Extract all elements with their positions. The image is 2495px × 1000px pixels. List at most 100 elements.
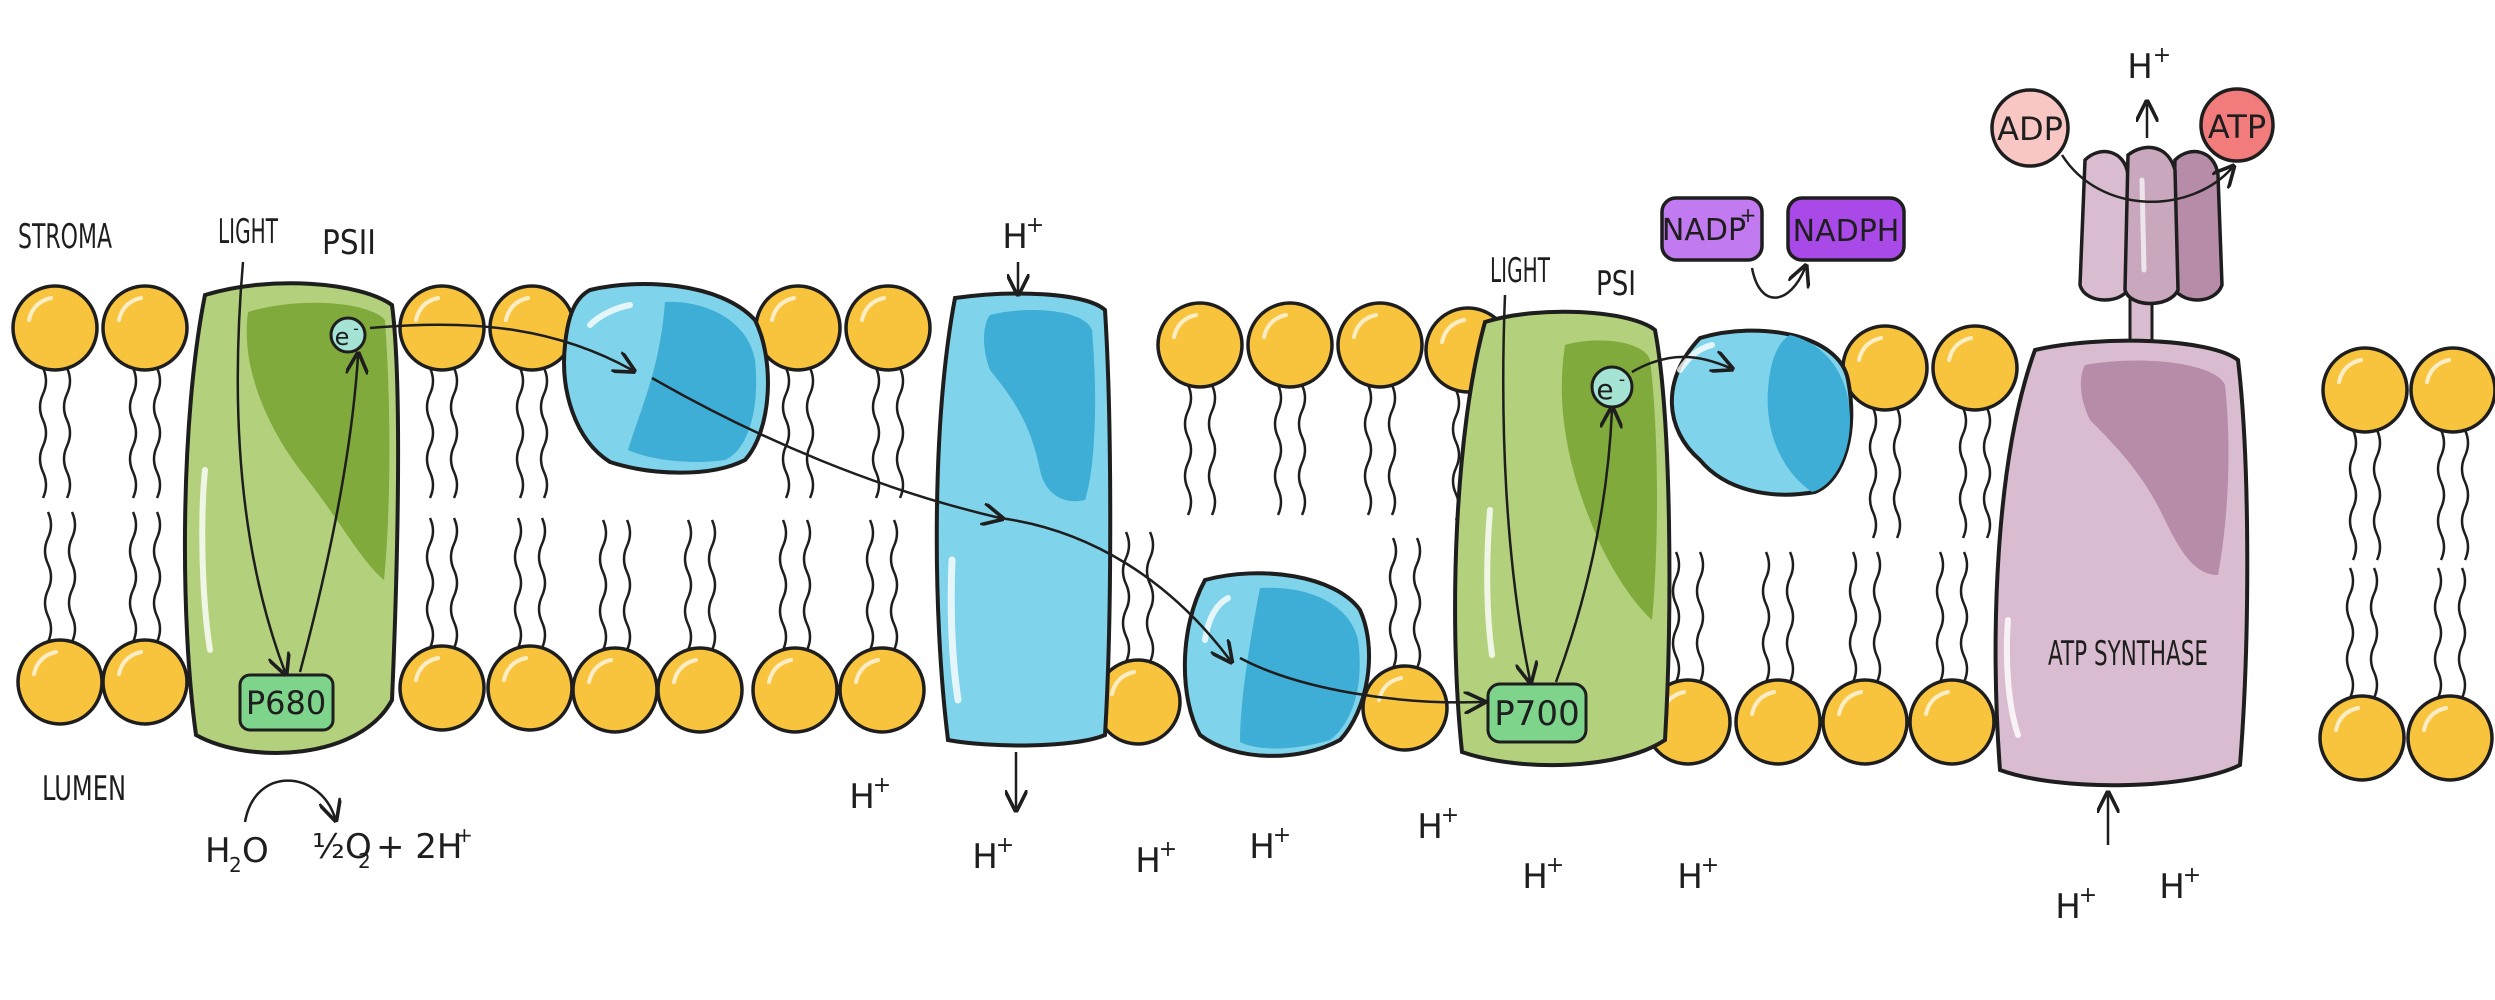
lipid-head — [101, 284, 189, 372]
lipid-head-shine — [1857, 336, 1883, 362]
lipid-head — [486, 644, 574, 732]
lipid-head-shine — [414, 296, 440, 322]
plastocyanin — [1182, 571, 1371, 758]
nadph-box: NADPH — [1786, 196, 1906, 262]
lipid-tail — [513, 517, 523, 649]
lipid-head-shine — [414, 656, 440, 682]
lipid-tail — [2457, 567, 2467, 699]
lipid-tail — [1959, 551, 1969, 683]
proton-charge: + — [1701, 853, 1719, 878]
lipid-head — [1931, 324, 2019, 412]
proton-charge: + — [1159, 837, 1177, 862]
proton-labels: H+H+H+H+H+H+H+H+H+H+ — [849, 213, 2201, 927]
electron-psi: e - — [1590, 365, 1634, 409]
lipid-head — [1361, 664, 1449, 752]
electron-psii: e - — [329, 316, 367, 354]
lipid-tail — [449, 517, 459, 649]
lipid-tail — [1207, 384, 1217, 516]
electron-label: e — [335, 323, 350, 351]
lipid-heads — [11, 284, 2495, 782]
lipid-tail — [1982, 407, 1992, 539]
nadp-plus-box: NADP + — [1660, 196, 1764, 262]
lipid-head — [2318, 694, 2406, 782]
lipid-head — [838, 646, 926, 734]
adp-molecule: ADP — [1990, 88, 2070, 168]
proton-charge: + — [1441, 803, 1459, 828]
lipid-head — [101, 638, 189, 726]
lipid-tail — [1958, 407, 1968, 539]
lipid-tail — [515, 367, 525, 499]
nadp-label: NADP — [1662, 213, 1746, 248]
lipid-head — [656, 646, 744, 734]
electron-charge-psi: - — [1619, 369, 1626, 390]
lipid-tail — [2372, 429, 2382, 561]
proton-charge: + — [996, 833, 1014, 858]
lipid-tail — [67, 511, 77, 643]
lipid-tail — [43, 511, 53, 643]
lipid-tail — [152, 367, 162, 499]
lipid-head-shine — [27, 296, 53, 322]
water-split-arrow — [243, 779, 335, 822]
proton-h: H — [1002, 217, 1028, 257]
lipid-tail — [1121, 531, 1131, 663]
lipid-head-shine — [1440, 318, 1466, 344]
psii-label: PSII — [322, 223, 376, 263]
atp-molecule: ATP — [2199, 87, 2275, 163]
lipid-head — [754, 284, 842, 372]
lipid-tail — [622, 519, 632, 651]
water-h: H — [205, 831, 231, 871]
p700-to-electron-arrow — [1554, 410, 1612, 683]
lipid-head-shine — [117, 650, 143, 676]
oxygen-half: ½O — [312, 827, 372, 867]
lipid-head-shine — [117, 296, 143, 322]
p680-label-box: P680 — [238, 673, 335, 732]
electron-transport-arrow-3 — [999, 516, 1230, 660]
lumen-label: LUMEN — [42, 769, 126, 809]
lipid-tail — [1297, 384, 1307, 516]
water-o: O — [242, 831, 269, 871]
lipid-head — [1246, 301, 1334, 389]
lipid-tail — [683, 519, 693, 651]
electron-charge: - — [353, 319, 359, 338]
proton-charge: + — [2079, 883, 2097, 908]
lipid-head-shine — [1262, 313, 1288, 339]
lipid-tail — [1412, 537, 1422, 669]
lipid-head — [751, 646, 839, 734]
lipid-tail — [707, 519, 717, 651]
lipid-tail — [2433, 567, 2443, 699]
lipid-head-shine — [2337, 358, 2363, 384]
proton-h: H — [972, 837, 998, 877]
lipid-head — [1336, 301, 1424, 389]
lipid-tail — [425, 367, 435, 499]
lipid-tail — [62, 367, 72, 499]
lipid-tail — [1868, 407, 1878, 539]
electron-transport-arrow-1 — [369, 323, 632, 370]
lipid-tail — [1892, 407, 1902, 539]
lipid-head — [398, 644, 486, 732]
lipid-tail — [1695, 551, 1705, 683]
water-formula: H 2 O — [205, 831, 269, 877]
lipid-tail — [1935, 551, 1945, 683]
p680-label: P680 — [246, 684, 326, 722]
lipid-tail — [1183, 384, 1193, 516]
lipid-tail — [539, 367, 549, 499]
proton-h: H — [849, 777, 875, 817]
lipid-head-shine — [1110, 670, 1136, 696]
lipid-head — [844, 284, 932, 372]
lipid-head — [1156, 301, 1244, 389]
lipid-tail — [1145, 531, 1155, 663]
lipid-tail — [1872, 551, 1882, 683]
lipid-tail — [865, 519, 875, 651]
lipid-tail — [128, 367, 138, 499]
adp-label: ADP — [1997, 110, 2063, 148]
atp-synthase — [1993, 145, 2250, 788]
electron-transport-arrow-4 — [1239, 656, 1482, 702]
lipid-tail — [802, 519, 812, 651]
light-arrow-psii — [236, 261, 285, 672]
stroma-label: STROMA — [18, 217, 112, 257]
electron-transport-arrow-2 — [651, 376, 1000, 518]
nadph-label: NADPH — [1793, 214, 1900, 249]
lipid-head-shine — [1837, 690, 1863, 716]
lipid-tail — [128, 511, 138, 643]
